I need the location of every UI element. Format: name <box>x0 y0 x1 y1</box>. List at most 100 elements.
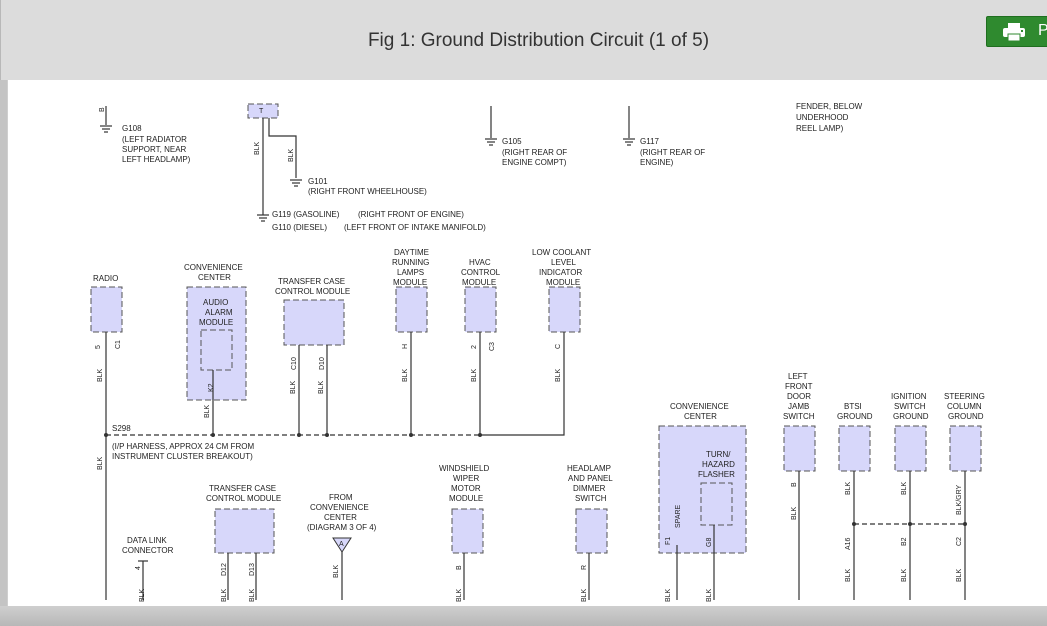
tccm2-pin: D13 <box>249 563 256 576</box>
from-convenience-label: FROM CONVENIENCE CENTER (DIAGRAM 3 OF 4) <box>307 493 377 532</box>
svg-text:SWITCH: SWITCH <box>783 412 815 421</box>
door-jamb-switch <box>783 425 816 472</box>
wire-color-label: BLK <box>901 568 908 582</box>
reference-triangle <box>332 537 352 553</box>
top-connector-pin: T <box>259 108 264 115</box>
svg-text:JAMB: JAMB <box>788 402 809 411</box>
door-jamb-label: LEFT FRONT DOOR JAMB SWITCH <box>783 372 815 421</box>
ground-symbol <box>623 138 635 146</box>
dimmer-pin: R <box>581 565 588 570</box>
wire-color-label: BLK <box>706 588 713 602</box>
top-left-pin-label: B <box>99 107 106 112</box>
drl-pin: H <box>402 344 409 349</box>
ground-pin: B2 <box>901 537 908 546</box>
svg-text:LEFT: LEFT <box>788 372 808 381</box>
btsi-ground <box>838 425 871 472</box>
svg-text:FLASHER: FLASHER <box>698 470 735 479</box>
svg-text:CONTROL MODULE: CONTROL MODULE <box>275 287 350 296</box>
convenience-center-label: CONVENIENCE CENTER <box>184 263 243 282</box>
svg-text:TRANSFER CASE: TRANSFER CASE <box>278 277 345 286</box>
svg-text:UNDERHOOD: UNDERHOOD <box>796 113 849 122</box>
svg-text:LOW COOLANT: LOW COOLANT <box>532 248 591 257</box>
svg-text:MODULE: MODULE <box>393 278 427 287</box>
g119-location: (RIGHT FRONT OF ENGINE) <box>358 210 464 219</box>
wire-color-label: BLK <box>581 588 588 602</box>
svg-text:WINDSHIELD: WINDSHIELD <box>439 464 489 473</box>
svg-text:CONTROL MODULE: CONTROL MODULE <box>206 494 281 503</box>
svg-text:CONVENIENCE: CONVENIENCE <box>184 263 243 272</box>
svg-text:(RIGHT REAR OF: (RIGHT REAR OF <box>502 148 567 157</box>
svg-text:GROUND: GROUND <box>893 412 929 421</box>
btsi-label: BTSI GROUND <box>837 402 873 421</box>
conv2-spare-label: SPARE <box>675 504 682 528</box>
wiper-module <box>451 508 484 554</box>
hvac-pin: 2 <box>471 345 478 349</box>
splice-label: S298 <box>112 424 131 433</box>
ground-symbol <box>290 179 302 187</box>
svg-text:WIPER: WIPER <box>453 474 479 483</box>
steering-column-ground <box>949 425 982 472</box>
ignition-ground-label: IGNITION SWITCH GROUND <box>891 392 929 421</box>
svg-text:HAZARD: HAZARD <box>702 460 735 469</box>
wire-color-label: BLK <box>791 506 798 520</box>
g110-label: G110 (DIESEL) <box>272 223 327 232</box>
diagram-page: B G108 (LEFT RADIATOR SUPPORT, NEAR LEFT… <box>7 80 1047 606</box>
hvac-module <box>464 286 497 333</box>
g105-label: G105 (RIGHT REAR OF ENGINE COMPT) <box>502 137 567 167</box>
ground-pin: C2 <box>956 537 963 546</box>
ground-symbol <box>257 214 269 222</box>
ground-pin: A16 <box>845 537 852 550</box>
svg-text:MODULE: MODULE <box>449 494 483 503</box>
svg-text:BTSI: BTSI <box>844 402 862 411</box>
bottom-scrollbar[interactable] <box>0 606 1047 626</box>
wire-color-label: BLK <box>288 148 295 162</box>
wire-color-label: BLK <box>665 588 672 602</box>
svg-text:AUDIO: AUDIO <box>203 298 228 307</box>
dlc-pin: 4 <box>135 566 142 570</box>
convenience-center-2-label: CONVENIENCE CENTER <box>670 402 729 421</box>
g108-label: G108 (LEFT RADIATOR SUPPORT, NEAR LEFT H… <box>122 124 191 164</box>
svg-text:RUNNING: RUNNING <box>392 258 429 267</box>
svg-text:HVAC: HVAC <box>469 258 491 267</box>
wire-color-label: BLK <box>318 380 325 394</box>
svg-text:SWITCH: SWITCH <box>575 494 607 503</box>
svg-text:(LEFT RADIATOR: (LEFT RADIATOR <box>122 135 187 144</box>
svg-text:DIMMER: DIMMER <box>573 484 606 493</box>
wire-color-label: BLK <box>402 368 409 382</box>
svg-text:COLUMN: COLUMN <box>947 402 982 411</box>
svg-text:CONVENIENCE: CONVENIENCE <box>310 503 369 512</box>
splice-note: INSTRUMENT CLUSTER BREAKOUT) <box>112 452 253 461</box>
svg-text:ENGINE): ENGINE) <box>640 158 674 167</box>
svg-text:CONTROL: CONTROL <box>461 268 501 277</box>
wire-color-label: BLK <box>97 368 104 382</box>
svg-text:MOTOR: MOTOR <box>451 484 481 493</box>
wire-color-label: BLK <box>249 588 256 602</box>
svg-text:CONNECTOR: CONNECTOR <box>122 546 174 555</box>
svg-text:LEVEL: LEVEL <box>551 258 576 267</box>
drl-label: DAYTIME RUNNING LAMPS MODULE <box>392 248 429 287</box>
svg-text:(DIAGRAM 3 OF 4): (DIAGRAM 3 OF 4) <box>307 523 377 532</box>
wire-color-label: BLK <box>139 588 146 602</box>
wiper-label: WINDSHIELD WIPER MOTOR MODULE <box>439 464 489 503</box>
svg-text:IGNITION: IGNITION <box>891 392 927 401</box>
transfer-case-module-2 <box>214 508 275 554</box>
svg-text:DOOR: DOOR <box>787 392 811 401</box>
svg-text:ENGINE COMPT): ENGINE COMPT) <box>502 158 567 167</box>
print-label: P <box>1038 22 1047 39</box>
ground-symbol <box>100 125 112 133</box>
svg-text:FRONT: FRONT <box>785 382 813 391</box>
print-button[interactable]: P <box>986 16 1047 47</box>
wire-color-label: BLK <box>333 564 340 578</box>
reference-letter: A <box>339 541 344 548</box>
svg-text:SWITCH: SWITCH <box>894 402 926 411</box>
svg-text:DAYTIME: DAYTIME <box>394 248 429 257</box>
g117-label: G117 (RIGHT REAR OF ENGINE) <box>640 137 705 167</box>
svg-text:LAMPS: LAMPS <box>397 268 424 277</box>
svg-text:INDICATOR: INDICATOR <box>539 268 582 277</box>
title-bar: Fig 1: Ground Distribution Circuit (1 of… <box>0 0 1047 80</box>
radio-pin: 5 <box>95 345 102 349</box>
splice-note: (I/P HARNESS, APPROX 24 CM FROM <box>112 442 254 451</box>
svg-text:ALARM: ALARM <box>205 308 233 317</box>
g110-location: (LEFT FRONT OF INTAKE MANIFOLD) <box>344 223 486 232</box>
svg-text:STEERING: STEERING <box>944 392 985 401</box>
